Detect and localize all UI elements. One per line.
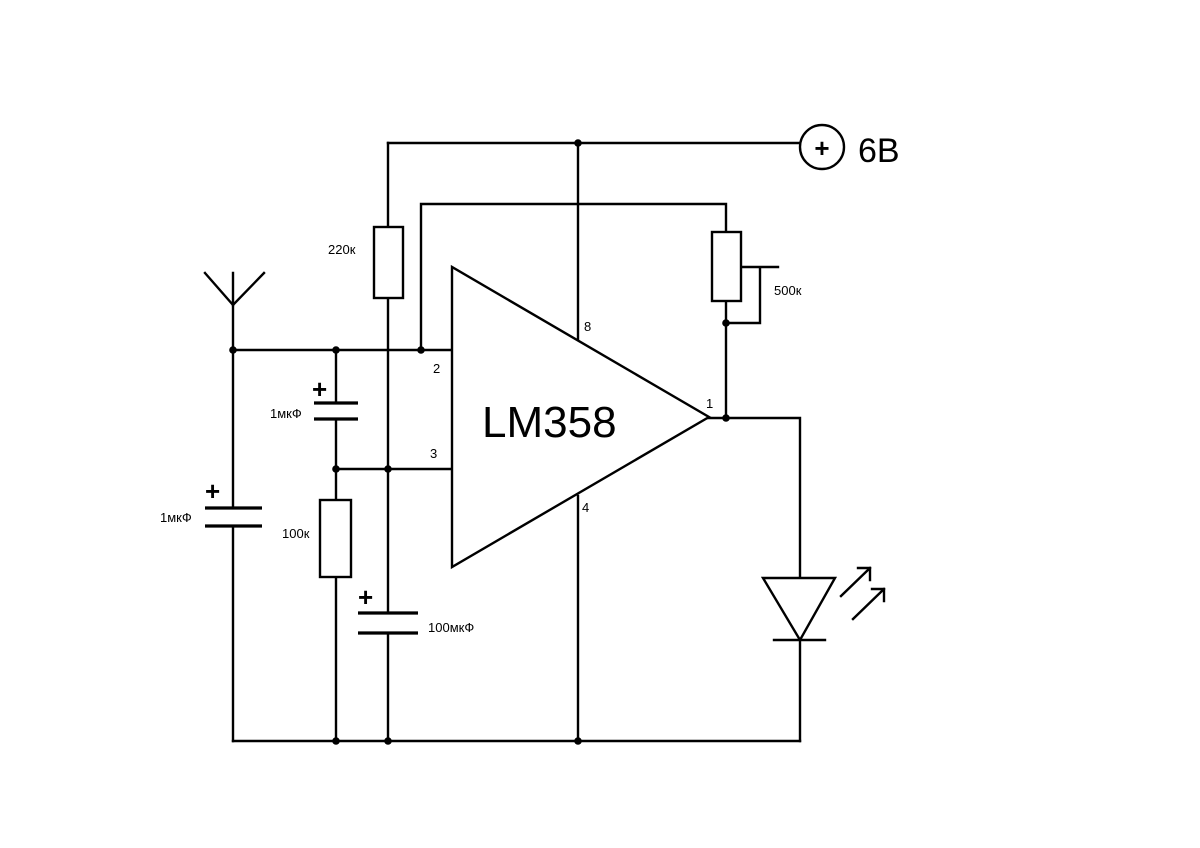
supply-terminal: + 6В [798, 123, 900, 171]
junction-dot [229, 346, 237, 354]
capacitor-100uf-plus: + [358, 582, 373, 612]
wires [231, 141, 802, 743]
resistor-220k-body [372, 225, 405, 300]
potentiometer-500k: 500к [710, 230, 802, 303]
capacitor-1uf-left-plus: + [205, 476, 220, 506]
resistor-220k: 220к [328, 225, 405, 300]
led-triangle [760, 576, 838, 643]
wire-output-led [706, 416, 802, 743]
pin-label-2: 2 [433, 361, 440, 376]
resistor-100k: 100к [282, 498, 353, 579]
junction-dot [417, 346, 425, 354]
pin-label-3: 3 [430, 446, 437, 461]
pin-label-1: 1 [706, 396, 713, 411]
junction-dot [384, 465, 392, 473]
supply-voltage-label: 6В [858, 132, 900, 170]
capacitor-1uf-left: + 1мкФ [160, 476, 262, 528]
pin-label-8: 8 [584, 319, 591, 334]
capacitor-1uf-left-plates [205, 506, 262, 528]
op-amp-triangle [450, 264, 712, 570]
junction-dot [722, 319, 730, 327]
junction-dot [332, 346, 340, 354]
op-amp-lm358: LM358 2 3 8 4 1 [430, 264, 713, 570]
capacitor-1uf-middle-plates [314, 401, 358, 421]
capacitor-100uf-label: 100мкФ [428, 620, 474, 635]
capacitor-1uf-middle: + 1мкФ [270, 374, 358, 421]
led-emission-arrows [839, 566, 886, 621]
potentiometer-body [710, 230, 743, 303]
led-icon [760, 566, 886, 643]
wire-antenna-input [231, 303, 454, 743]
pin-label-4: 4 [582, 500, 589, 515]
supply-terminal-circle [798, 123, 846, 171]
capacitor-1uf-middle-plus: + [312, 374, 327, 404]
junction-dot [384, 737, 392, 745]
junction-dot [332, 737, 340, 745]
supply-terminal-symbol: + [814, 133, 829, 163]
potentiometer-label: 500к [774, 283, 802, 298]
resistor-100k-body [318, 498, 353, 579]
capacitor-1uf-left-label: 1мкФ [160, 510, 192, 525]
capacitor-100uf-plates [358, 611, 418, 635]
junction-dots [229, 139, 730, 745]
resistor-220k-label: 220к [328, 242, 356, 257]
junction-dot [722, 414, 730, 422]
antenna-fork [203, 271, 266, 307]
capacitor-100uf: + 100мкФ [358, 582, 474, 635]
capacitor-1uf-middle-label: 1мкФ [270, 406, 302, 421]
wire-pot-wiper [724, 265, 780, 325]
junction-dot [574, 737, 582, 745]
antenna-icon [203, 271, 266, 307]
junction-dot [332, 465, 340, 473]
resistor-100k-label: 100к [282, 526, 310, 541]
op-amp-name: LM358 [482, 398, 617, 447]
junction-dot [574, 139, 582, 147]
wire-feedback [419, 202, 728, 352]
